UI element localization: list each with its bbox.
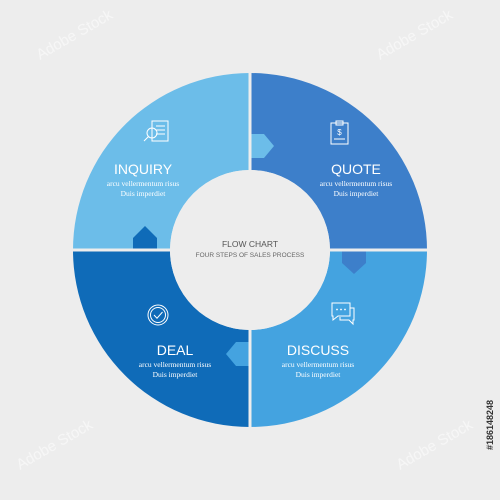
chat-bubbles-icon [331, 302, 355, 326]
step-text-discuss-line1: arcu vellermentum risus [282, 360, 355, 369]
step-text-inquiry-line2: Duis imperdiet [121, 189, 167, 198]
step-title-quote: QUOTE [331, 161, 381, 177]
segment-inquiry [73, 73, 250, 250]
step-title-discuss: DISCUSS [287, 342, 349, 358]
segment-quote [250, 73, 427, 250]
step-title-deal: DEAL [157, 342, 194, 358]
step-title-inquiry: INQUIRY [114, 161, 173, 177]
watermark-text: Adobe Stock [394, 416, 477, 474]
invoice-icon: $ [330, 120, 349, 145]
arrow-inquiry-to-quote [248, 134, 274, 158]
watermark-text: Adobe Stock [14, 416, 97, 474]
segment-discuss [250, 250, 427, 427]
segment-deal [73, 250, 250, 427]
center-title: FLOW CHART [222, 239, 278, 249]
center-subtitle: FOUR STEPS OF SALES PROCESS [196, 252, 305, 259]
step-text-inquiry-line1: arcu vellermentum risus [107, 179, 180, 188]
watermark-text: Adobe Stock [374, 6, 457, 64]
check-circle-icon [147, 304, 169, 326]
center-circle [170, 170, 330, 330]
document-search-icon [143, 120, 169, 142]
arrow-quote-to-discuss [342, 248, 366, 274]
arrow-discuss-to-deal [226, 342, 252, 366]
svg-text:$: $ [337, 128, 342, 137]
arrow-deal-to-inquiry [133, 226, 157, 252]
step-text-deal-line1: arcu vellermentum risus [139, 360, 212, 369]
step-text-discuss-line2: Duis imperdiet [296, 370, 342, 379]
watermark-text: Adobe Stock [34, 6, 117, 64]
step-text-deal-line2: Duis imperdiet [153, 370, 199, 379]
watermark-id: #186148248 [485, 400, 495, 450]
step-text-quote-line2: Duis imperdiet [334, 189, 380, 198]
step-text-quote-line1: arcu vellermentum risus [320, 179, 393, 188]
